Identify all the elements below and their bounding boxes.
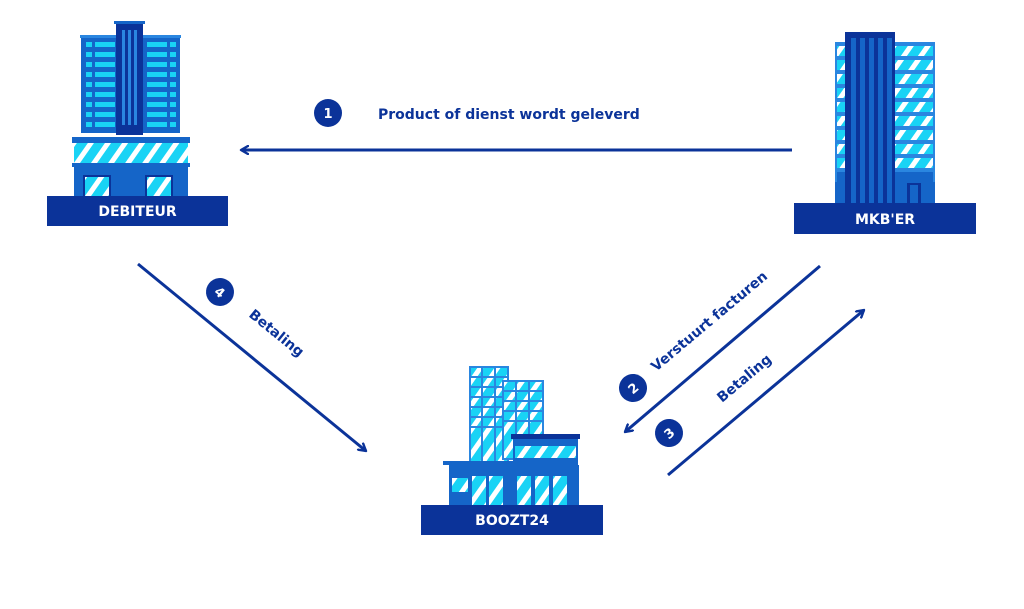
step-1-badge xyxy=(314,99,342,127)
step-4-label: Betaling xyxy=(245,307,306,361)
boozt24-label-bar: BOOZT24 xyxy=(421,505,603,535)
step-4-badge xyxy=(206,278,234,306)
boozt24-building-icon xyxy=(443,366,580,509)
step-3-arrow xyxy=(667,310,864,477)
debiteur-label-bar: DEBITEUR xyxy=(47,196,228,226)
mkber-building-icon xyxy=(835,32,935,206)
step-4-arrow xyxy=(137,262,366,451)
step-2-flow: 2 Verstuurt facturen xyxy=(619,264,821,432)
debiteur-label: DEBITEUR xyxy=(98,204,177,220)
step-1-flow: 1 Product of dienst wordt geleverd xyxy=(241,99,792,150)
debiteur-building-icon xyxy=(72,21,190,197)
step-1-label: Product of dienst wordt geleverd xyxy=(378,107,640,123)
step-2-arrow xyxy=(625,264,821,432)
mkber-label-bar: MKB'ER xyxy=(794,203,976,234)
step-2-badge xyxy=(619,374,647,402)
step-1-number: 1 xyxy=(323,107,332,122)
mkber-label: MKB'ER xyxy=(855,212,915,228)
step-3-badge xyxy=(655,419,683,447)
boozt24-label: BOOZT24 xyxy=(475,513,549,529)
step-3-label: Betaling xyxy=(714,351,775,406)
step-4-flow: 4 Betaling xyxy=(137,262,366,451)
